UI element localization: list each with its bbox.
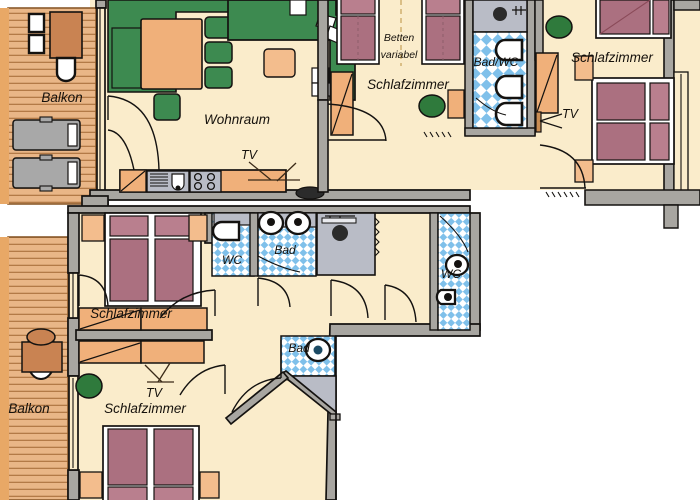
tv-marker-wohnraum [248, 161, 300, 182]
bad-lower-room [280, 335, 337, 418]
room-label-wc-right-lower: WC [441, 267, 461, 281]
room-label-tv-wohnraum: TV [241, 148, 259, 162]
door-arc-bad-lower [231, 340, 282, 413]
door-arc-lowerleft-lower [179, 364, 226, 396]
balcony-table-lower [21, 328, 63, 380]
nightstands-topright [574, 55, 594, 183]
bad-wc-top-room [464, 0, 536, 137]
wc-right-lower-room [429, 212, 471, 331]
tv-marker-lowerleft [144, 362, 174, 383]
door-arc-corridor-mid [330, 279, 417, 323]
beds-lowerleft-lower [102, 425, 200, 500]
nightstand-topmid [447, 89, 465, 119]
wall-segment-right-lower [584, 189, 700, 229]
beds-lowerleft-upper [104, 212, 202, 307]
wall-left-of-bedroom-topmid [317, 0, 329, 193]
room-label-bad-lower: Bad [288, 341, 310, 355]
diagonal-wall-lower [224, 369, 341, 500]
coffee-table [263, 48, 296, 78]
beds-topright-double [591, 77, 675, 165]
balcony-table-top [27, 11, 83, 83]
door-arc-bedroom-topmid [327, 103, 387, 142]
nightstands-lowerleft-lower [79, 471, 220, 499]
room-label-schlafzimmer-mid-left: Schlafzimmer [90, 306, 172, 321]
room-label-balkon-top: Balkon [41, 90, 82, 105]
kitchen-stovetop [189, 170, 222, 193]
room-label-schlafzimmer-top-mid: Schlafzimmer [367, 77, 449, 92]
room-label-schlafzimmer-top-right: Schlafzimmer [571, 50, 653, 65]
sun-loungers-top [12, 116, 81, 192]
plant-lowerleft [75, 373, 103, 399]
room-label-schlafzimmer-lower-left: Schlafzimmer [104, 401, 186, 416]
floor-vent-topmid [423, 131, 452, 138]
door-arc-balkon-living [107, 95, 160, 171]
dining-chairs [153, 16, 233, 121]
room-label-wohnraum: Wohnraum [204, 112, 270, 127]
door-arc-lowerleft-corridor [159, 289, 216, 319]
door-arc-topright [539, 144, 586, 189]
wardrobe-lowerleft-upper [78, 307, 208, 331]
kitchen-sink-dishwasher [146, 170, 190, 193]
floor-vent-topright [545, 191, 580, 198]
beds-topmid [336, 0, 465, 66]
room-label-tv-lower-left: TV [146, 386, 164, 400]
dining-table [140, 18, 203, 90]
room-label-tv-top-right: TV [562, 107, 580, 121]
wardrobe-topmid [330, 71, 354, 136]
room-label-bad-wc-top: Bad/WC [474, 55, 519, 69]
nightstands-lowerleft-upper [81, 214, 208, 242]
tv-marker-topright [535, 111, 563, 133]
room-label-wc-mid: WC [222, 253, 242, 267]
room-label-betten-variabel-2: variabel [381, 49, 418, 61]
wc-mid-room [211, 212, 259, 277]
floor-upper-wing [90, 0, 700, 205]
bad-mid-room [257, 210, 317, 277]
plant-topright [545, 15, 573, 39]
door-arc-lowerleft-upper [78, 274, 109, 307]
room-labels: Balkon Wohnraum TV Betten variabel Schla… [8, 32, 653, 416]
room-label-betten-variabel-1: Betten [384, 32, 415, 44]
door-arc-bad-mid [257, 277, 291, 308]
shower-utility-mid [316, 212, 380, 276]
plant-topmid [418, 94, 446, 118]
round-side-table [295, 186, 325, 200]
wardrobe-lowerleft-lower [78, 340, 205, 364]
wardrobe-topright [535, 52, 559, 114]
bed-topright-single [595, 0, 672, 39]
room-label-balkon-lower: Balkon [8, 401, 49, 416]
room-label-bad-mid: Bad [274, 243, 296, 257]
